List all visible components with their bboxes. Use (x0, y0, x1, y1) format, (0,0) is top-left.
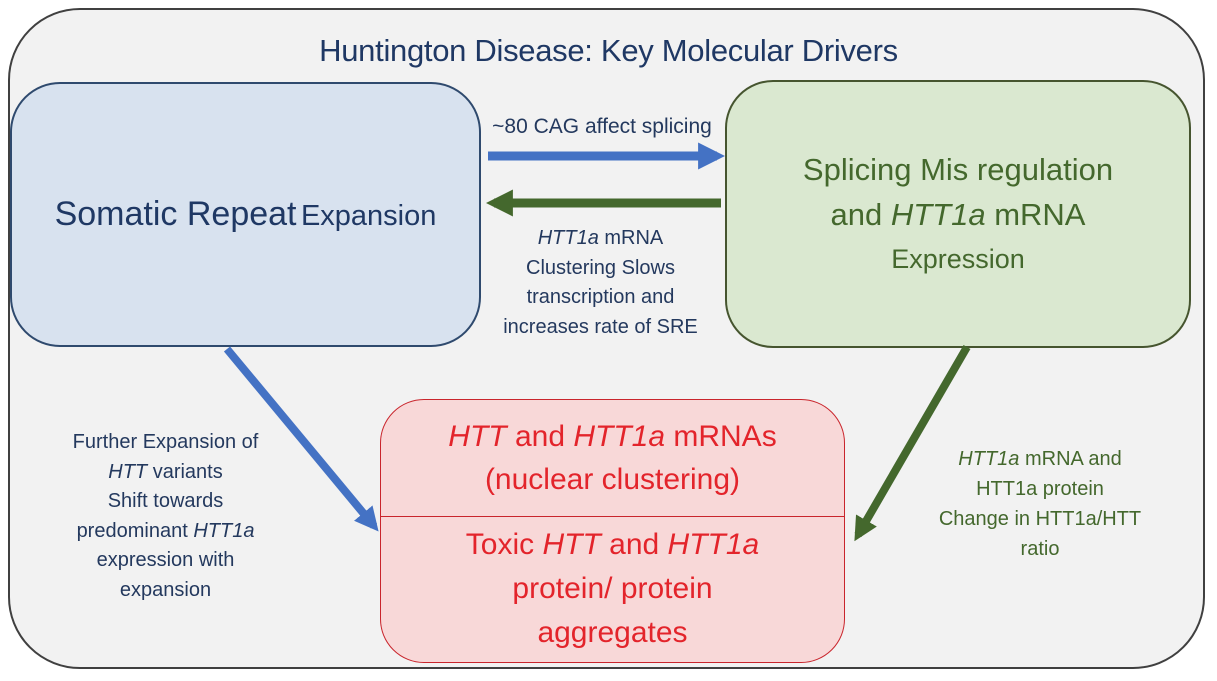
toxic-upper-line-2: (nuclear clustering) (484, 463, 741, 496)
toxic-node-lower-section: Toxic HTT and HTT1a protein/ protein agg… (381, 515, 844, 662)
diagram-title: Huntington Disease: Key Molecular Driver… (319, 33, 898, 68)
splicing-line-2: and HTT1a mRNA (830, 196, 1086, 232)
node-toxic-outcomes: HTT and HTT1a mRNAs (nuclear clustering)… (380, 399, 845, 663)
caption-clustering-slows-transcription: HTT1a mRNA Clustering Slows transcriptio… (503, 227, 698, 338)
caption-htt1a-ratio-change: HTT1a mRNA and HTT1a protein Change in H… (938, 448, 1142, 560)
toxic-upper-line-1: HTT and HTT1a mRNAs (448, 420, 777, 453)
toxic-lower-line-2: protein/ protein (512, 572, 713, 605)
toxic-node-upper-section: HTT and HTT1a mRNAs (nuclear clustering) (381, 401, 844, 516)
toxic-lower-line-3: aggregates (537, 616, 688, 649)
node-splicing-misregulation: Splicing Mis regulation and HTT1a mRNA E… (725, 80, 1191, 348)
caption-cag-affect-splicing: ~80 CAG affect splicing (492, 115, 712, 138)
node-somatic-repeat-expansion: Somatic Repeat Expansion (10, 82, 481, 347)
splicing-line-3: Expression (891, 243, 1025, 274)
splicing-line-1: Splicing Mis regulation (802, 151, 1114, 187)
caption-further-expansion: Further Expansion of HTT variants Shift … (72, 431, 259, 601)
toxic-lower-line-1: Toxic HTT and HTT1a (465, 528, 760, 561)
node-somatic-label: Somatic Repeat Expansion (54, 195, 437, 233)
